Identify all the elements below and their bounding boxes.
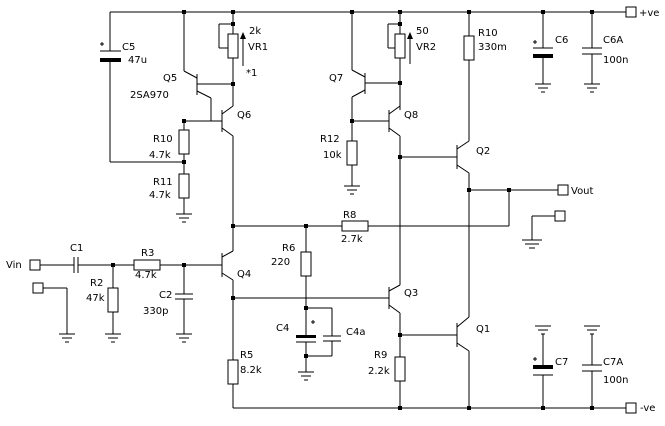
r2-value-label: 47k bbox=[86, 293, 105, 304]
c2-ref-label: C2 bbox=[159, 290, 172, 301]
q7-ref-label: Q7 bbox=[329, 73, 343, 84]
transistor-q8 bbox=[352, 105, 401, 285]
resistor-r6-c4-c4a bbox=[296, 226, 341, 381]
r6-value-label: 220 bbox=[271, 257, 290, 268]
vr1-ref-label: VR1 bbox=[248, 42, 268, 53]
c6a-value-label: 100n bbox=[603, 55, 628, 66]
output-network bbox=[233, 184, 569, 249]
r9-ref-label: R9 bbox=[374, 350, 387, 361]
r8-value-label: 2.7k bbox=[341, 234, 363, 245]
resistor-r10-r11-chain bbox=[176, 121, 192, 223]
vr1-value-label: 2k bbox=[249, 26, 261, 37]
q1-ref-label: Q1 bbox=[476, 324, 490, 335]
q6-ref-label: Q6 bbox=[237, 110, 251, 121]
c7a-ref-label: C7A bbox=[603, 357, 623, 368]
component-labels: C5 47u Q5 2SA970 2k VR1 *1 Q6 R10 4.7k R… bbox=[6, 8, 659, 414]
q2-ref-label: Q2 bbox=[476, 146, 490, 157]
vr2-ref-label: VR2 bbox=[416, 42, 436, 53]
r6-ref-label: R6 bbox=[282, 243, 295, 254]
q5-ref-label: Q5 bbox=[163, 73, 177, 84]
r10a-ref-label: R10 bbox=[153, 134, 173, 145]
transistor-q6 bbox=[184, 84, 234, 251]
resistor-r10-330m bbox=[463, 12, 475, 141]
transistor-q2 bbox=[400, 140, 470, 190]
r9-value-label: 2.2k bbox=[368, 366, 390, 377]
c5-ref-label: C5 bbox=[122, 42, 135, 53]
r2-ref-label: R2 bbox=[90, 278, 103, 289]
r12-value-label: 10k bbox=[323, 150, 342, 161]
c4a-ref-label: C4a bbox=[346, 327, 365, 338]
q4-ref-label: Q4 bbox=[237, 269, 251, 280]
transistor-q1 bbox=[400, 190, 470, 408]
c7-ref-label: C7 bbox=[555, 357, 568, 368]
transistor-q7 bbox=[351, 12, 400, 141]
capacitors-c6-c6a bbox=[533, 12, 602, 93]
capacitors-c7-c7a bbox=[533, 325, 602, 408]
capacitor-c5 bbox=[100, 12, 184, 163]
r5-value-label: 8.2k bbox=[240, 365, 262, 376]
c6-ref-label: C6 bbox=[555, 35, 568, 46]
vin-label: Vin bbox=[6, 260, 22, 271]
r10b-value-label: 330m bbox=[478, 42, 507, 53]
q5-part-label: 2SA970 bbox=[130, 90, 169, 101]
vpos-label: +ve bbox=[639, 8, 659, 19]
r11-ref-label: R11 bbox=[153, 177, 173, 188]
variable-resistor-vr2 bbox=[387, 12, 413, 110]
c7a-value-label: 100n bbox=[603, 375, 628, 386]
resistor-r12 bbox=[344, 140, 360, 195]
c6a-ref-label: C6A bbox=[603, 35, 623, 46]
vout-label: Vout bbox=[571, 186, 594, 197]
c4-ref-label: C4 bbox=[276, 323, 289, 334]
supply-rails bbox=[110, 11, 626, 409]
c5-value-label: 47u bbox=[128, 55, 147, 66]
vneg-label: -ve bbox=[640, 403, 655, 414]
note-marker: *1 bbox=[246, 68, 257, 79]
r3-ref-label: R3 bbox=[141, 248, 154, 259]
transistor-q3 bbox=[233, 284, 401, 357]
r8-ref-label: R8 bbox=[343, 210, 356, 221]
r5-ref-label: R5 bbox=[240, 350, 253, 361]
junction-dots bbox=[111, 10, 594, 410]
r12-ref-label: R12 bbox=[320, 134, 340, 145]
c2-value-label: 330p bbox=[143, 306, 168, 317]
input-network bbox=[29, 257, 222, 343]
r3-value-label: 4.7k bbox=[135, 270, 157, 281]
resistor-r5 bbox=[227, 359, 239, 408]
q8-ref-label: Q8 bbox=[404, 110, 418, 121]
transistor-q5 bbox=[183, 12, 233, 121]
supply-terminals bbox=[625, 6, 637, 414]
vr2-value-label: 50 bbox=[416, 26, 429, 37]
resistor-r9 bbox=[394, 356, 406, 408]
r11-value-label: 4.7k bbox=[149, 190, 171, 201]
r10b-ref-label: R10 bbox=[478, 28, 498, 39]
r10a-value-label: 4.7k bbox=[149, 150, 171, 161]
q3-ref-label: Q3 bbox=[404, 288, 418, 299]
c1-ref-label: C1 bbox=[70, 243, 83, 254]
transistor-q4 bbox=[221, 250, 234, 360]
